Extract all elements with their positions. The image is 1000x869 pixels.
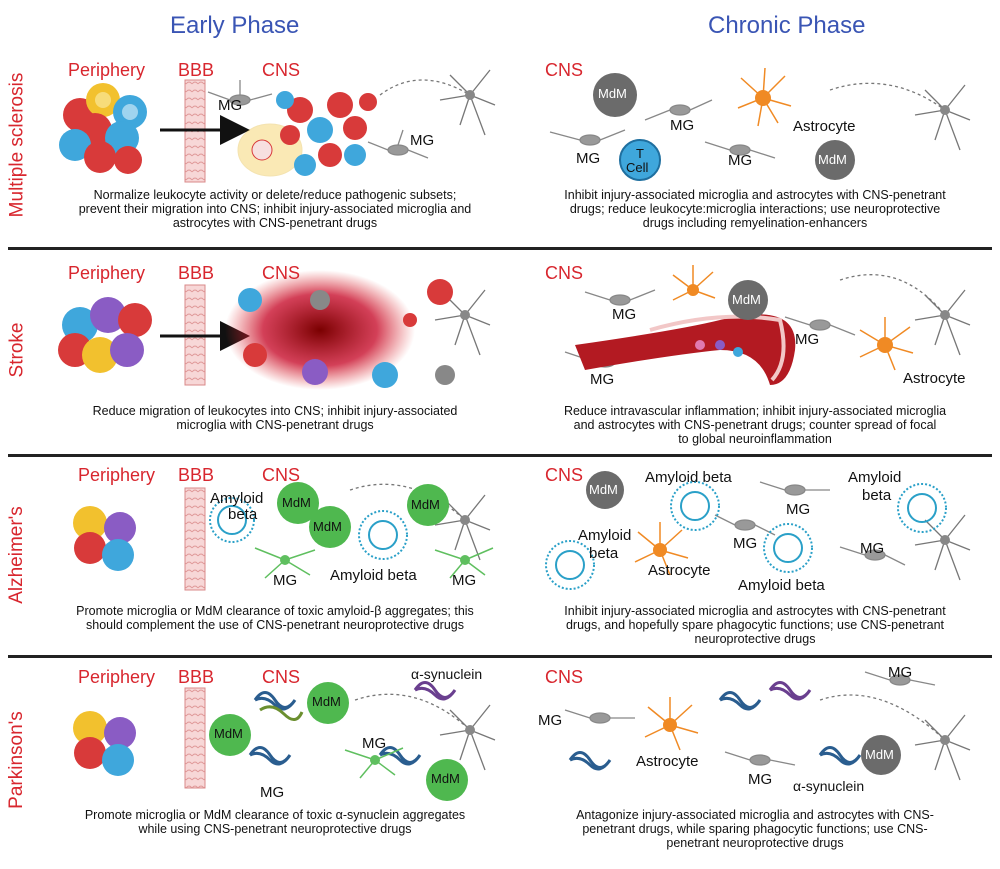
mg-label: MG xyxy=(590,371,615,388)
mdm-label: MdM xyxy=(732,292,761,307)
mg-label: MG xyxy=(748,771,773,788)
leukocyte-cluster xyxy=(73,711,136,776)
mdm-grey xyxy=(593,73,855,180)
periphery-label: Periphery xyxy=(78,667,156,687)
cns-label: CNS xyxy=(262,667,301,687)
mg-label: MG xyxy=(888,664,913,681)
divider xyxy=(8,655,992,658)
mdm-label: MdM xyxy=(818,152,847,167)
caption-ms-early: Normalize leukocyte activity or delete/r… xyxy=(78,188,472,230)
chronic-phase-title: Chronic Phase xyxy=(708,12,866,39)
mdm-label: MdM xyxy=(214,726,243,741)
t-cell xyxy=(619,139,661,181)
mg-label: MG xyxy=(273,572,298,589)
cns-label: CNS xyxy=(545,60,584,80)
mg-label: MG xyxy=(362,735,387,752)
caption-alzheimers-chronic: Inhibit injury-associated microglia and … xyxy=(564,604,946,646)
mdm-green xyxy=(277,482,449,548)
cns-label: CNS xyxy=(262,60,301,80)
bbb-barrier xyxy=(184,487,206,591)
caption-ms-chronic: Inhibit injury-associated microglia and … xyxy=(564,188,946,230)
hemorrhage xyxy=(225,270,415,390)
mdm-label: MdM xyxy=(313,519,342,534)
astrocyte-label: Astrocyte xyxy=(648,562,711,579)
astrocyte-label: Astrocyte xyxy=(903,370,966,387)
mg-label: MG xyxy=(728,152,753,169)
infiltrating-leukocytes xyxy=(237,91,377,177)
mg-label: MG xyxy=(576,150,601,167)
mdm-label: MdM xyxy=(598,86,627,101)
leukocyte-cluster xyxy=(73,506,136,571)
mdm-label: MdM xyxy=(282,495,311,510)
beta-label: beta xyxy=(862,487,892,504)
cns-label: CNS xyxy=(545,667,584,687)
beta-label: beta xyxy=(228,506,258,523)
mdm-label: MdM xyxy=(312,694,341,709)
caption-parkinsons-early: Promote microglia or MdM clearance of to… xyxy=(84,808,466,836)
bbb-label: BBB xyxy=(178,263,215,283)
periphery-label: Periphery xyxy=(68,60,146,80)
mdm-label: MdM xyxy=(589,482,618,497)
cns-label: CNS xyxy=(262,465,301,485)
blood-vessel xyxy=(575,314,796,385)
bbb-label: BBB xyxy=(178,667,215,687)
amyloid-label: Amyloid xyxy=(210,490,264,507)
synuclein-aggregate xyxy=(248,681,862,771)
early-phase-title: Early Phase xyxy=(170,12,300,39)
beta-label: beta xyxy=(589,545,619,562)
mdm-green xyxy=(209,682,468,801)
synuclein-label: α-synuclein xyxy=(793,778,865,794)
leukocyte-cluster xyxy=(59,83,147,174)
leukocyte-cluster xyxy=(58,297,152,373)
bbb-label: BBB xyxy=(178,60,215,80)
mdm-label: MdM xyxy=(865,747,894,762)
microglia-green xyxy=(254,547,494,579)
neuron-bodies xyxy=(460,90,950,745)
periphery-label: Periphery xyxy=(68,263,146,283)
mg-label: MG xyxy=(733,535,758,552)
amyloid-label: Amyloid xyxy=(848,469,902,486)
astrocyte xyxy=(737,67,792,127)
cns-label: CNS xyxy=(262,263,301,283)
mg-label: MG xyxy=(786,501,811,518)
amyloid-plaque xyxy=(209,481,947,590)
mg-label: MG xyxy=(218,97,243,114)
mg-label: MG xyxy=(452,572,477,589)
caption-alzheimers-early: Promote microglia or MdM clearance of to… xyxy=(76,604,474,632)
bbb-label: BBB xyxy=(178,465,215,485)
astrocyte-label: Astrocyte xyxy=(793,118,856,135)
mg-label: MG xyxy=(538,712,563,729)
divider xyxy=(8,247,992,250)
synuclein-label: α-synuclein xyxy=(411,666,483,682)
t-cell-label: T xyxy=(636,146,644,161)
divider xyxy=(8,454,992,457)
periphery-label: Periphery xyxy=(78,465,156,485)
amyloid-label: Amyloid xyxy=(578,527,632,544)
neurons xyxy=(349,69,971,781)
caption-stroke-early: Reduce migration of leukocytes into CNS;… xyxy=(92,404,458,432)
t-cell-label: Cell xyxy=(626,160,649,175)
cns-label: CNS xyxy=(545,465,584,485)
microglia-grey xyxy=(207,80,936,766)
mg-label: MG xyxy=(410,132,435,149)
caption-parkinsons-chronic: Antagonize injury-associated microglia a… xyxy=(576,808,934,850)
bbb-barrier xyxy=(184,687,206,789)
amyloid-beta-label: Amyloid beta xyxy=(645,469,732,486)
mdm-label: MdM xyxy=(431,771,460,786)
mdm-label: MdM xyxy=(411,497,440,512)
amyloid-beta-label: Amyloid beta xyxy=(330,567,417,584)
mg-label: MG xyxy=(860,540,885,557)
amyloid-beta-label: Amyloid beta xyxy=(738,577,825,594)
astrocyte-label: Astrocyte xyxy=(636,753,699,770)
mg-label: MG xyxy=(795,331,820,348)
mg-label: MG xyxy=(612,306,637,323)
mg-label: MG xyxy=(670,117,695,134)
mg-label: MG xyxy=(260,784,285,801)
cns-label: CNS xyxy=(545,263,584,283)
caption-stroke-chronic: Reduce intravascular inflammation; inhib… xyxy=(563,404,947,446)
